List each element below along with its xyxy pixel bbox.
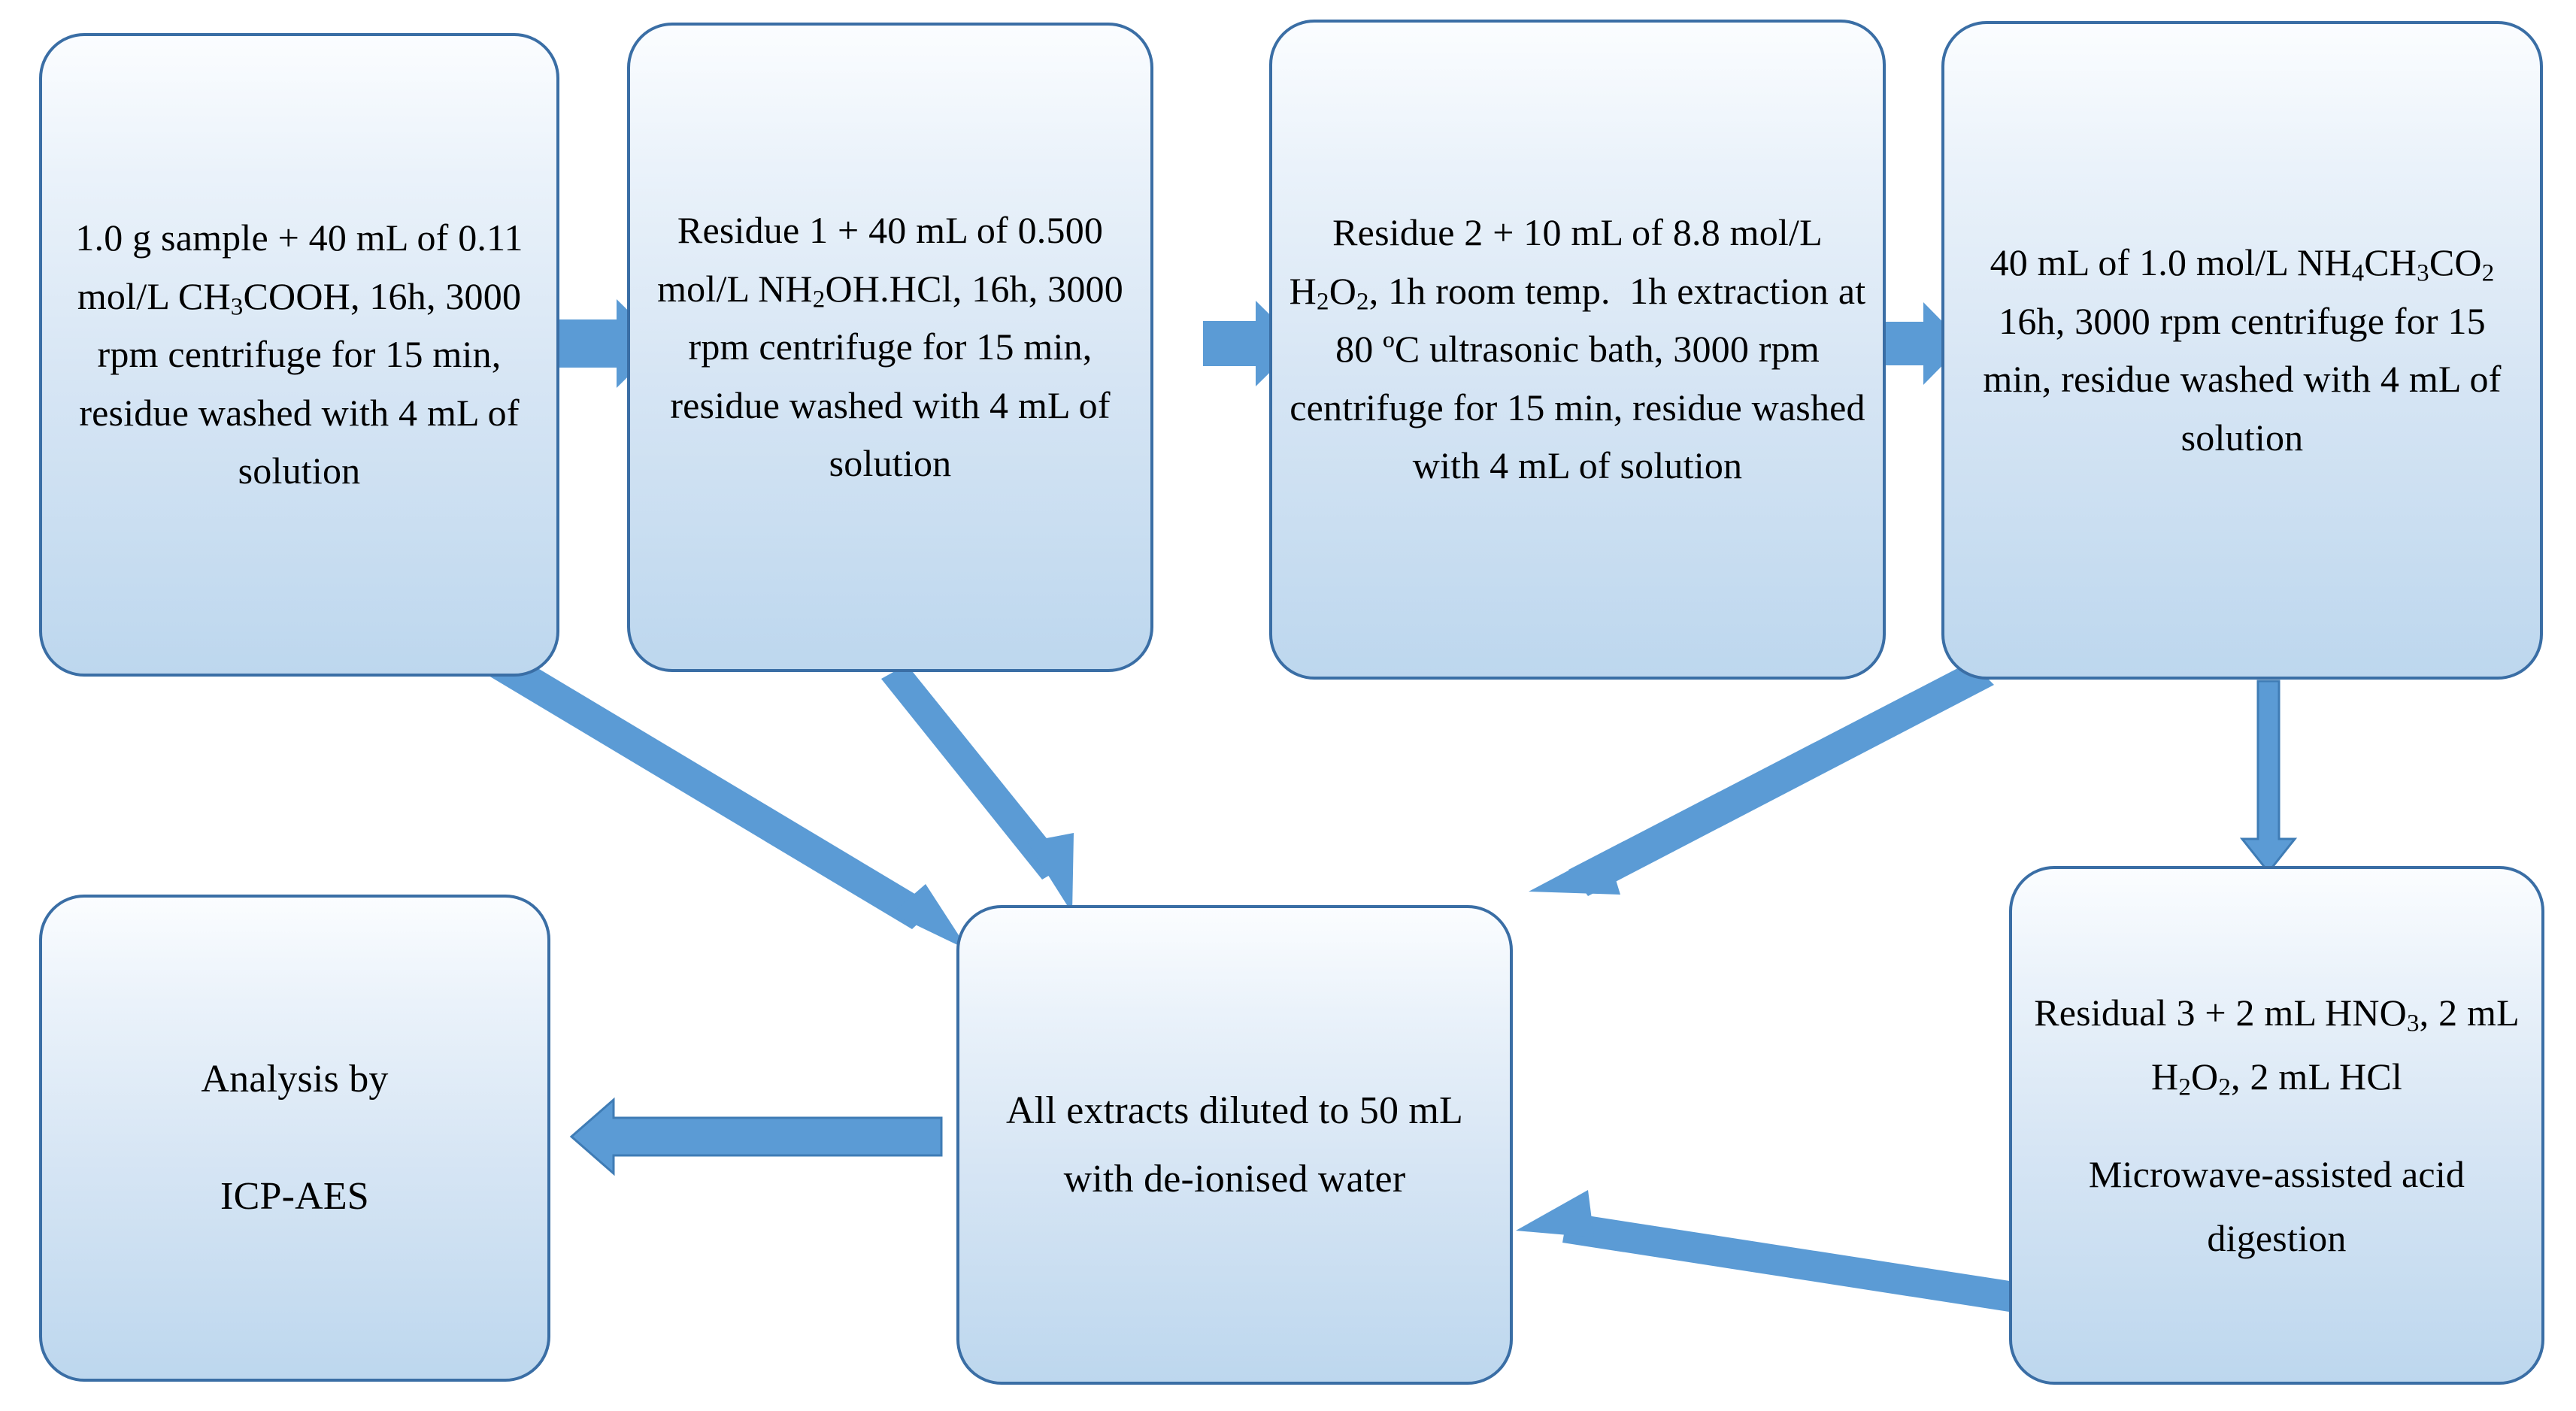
arrow-step1-to-dilution <box>481 649 968 950</box>
node-step3-label: Residue 2 + 10 mL of 8.8 mol/L H2O2, 1h … <box>1289 211 1866 487</box>
node-step2[interactable]: Residue 1 + 40 mL of 0.500 mol/L NH2OH.H… <box>627 23 1153 672</box>
node-step4[interactable]: 40 mL of 1.0 mol/L NH4CH3CO2 16h, 3000 r… <box>1941 21 2543 680</box>
node-dilution[interactable]: All extracts diluted to 50 mL with de-io… <box>956 905 1513 1385</box>
node-dilution-label: All extracts diluted to 50 mL with de-io… <box>1005 1089 1463 1201</box>
node-analysis-line2: ICP-AES <box>220 1175 369 1219</box>
arrow-step4-to-dilution <box>1529 662 1994 896</box>
node-step2-label: Residue 1 + 40 mL of 0.500 mol/L NH2OH.H… <box>657 209 1123 485</box>
arrow-step4-to-residual <box>2239 680 2298 874</box>
node-analysis-label: Analysis by ICP-AES <box>184 1038 405 1237</box>
arrow-step3-to-step4 <box>1884 302 1964 385</box>
node-residual-line2: Microwave-assisted acid digestion <box>2088 1152 2465 1259</box>
arrow-step2-to-dilution <box>881 665 1074 913</box>
arrow-dilution-to-analysis <box>569 1097 943 1176</box>
node-analysis-line1: Analysis by <box>201 1058 389 1101</box>
spacer <box>2029 1109 2525 1143</box>
arrow-residual-to-dilution <box>1516 1190 2014 1312</box>
spacer <box>201 1121 388 1156</box>
node-step1-label: 1.0 g sample + 40 mL of 0.11 mol/L CH3CO… <box>75 216 523 492</box>
node-residual-label: Residual 3 + 2 mL HNO3, 2 mL H2O2, 2 mL … <box>2012 981 2541 1270</box>
node-step3[interactable]: Residue 2 + 10 mL of 8.8 mol/L H2O2, 1h … <box>1269 20 1886 680</box>
node-step1[interactable]: 1.0 g sample + 40 mL of 0.11 mol/L CH3CO… <box>39 33 559 677</box>
node-analysis[interactable]: Analysis by ICP-AES <box>39 895 550 1382</box>
node-residual[interactable]: Residual 3 + 2 mL HNO3, 2 mL H2O2, 2 mL … <box>2009 866 2544 1385</box>
node-step4-label: 40 mL of 1.0 mol/L NH4CH3CO2 16h, 3000 r… <box>1983 241 2502 459</box>
